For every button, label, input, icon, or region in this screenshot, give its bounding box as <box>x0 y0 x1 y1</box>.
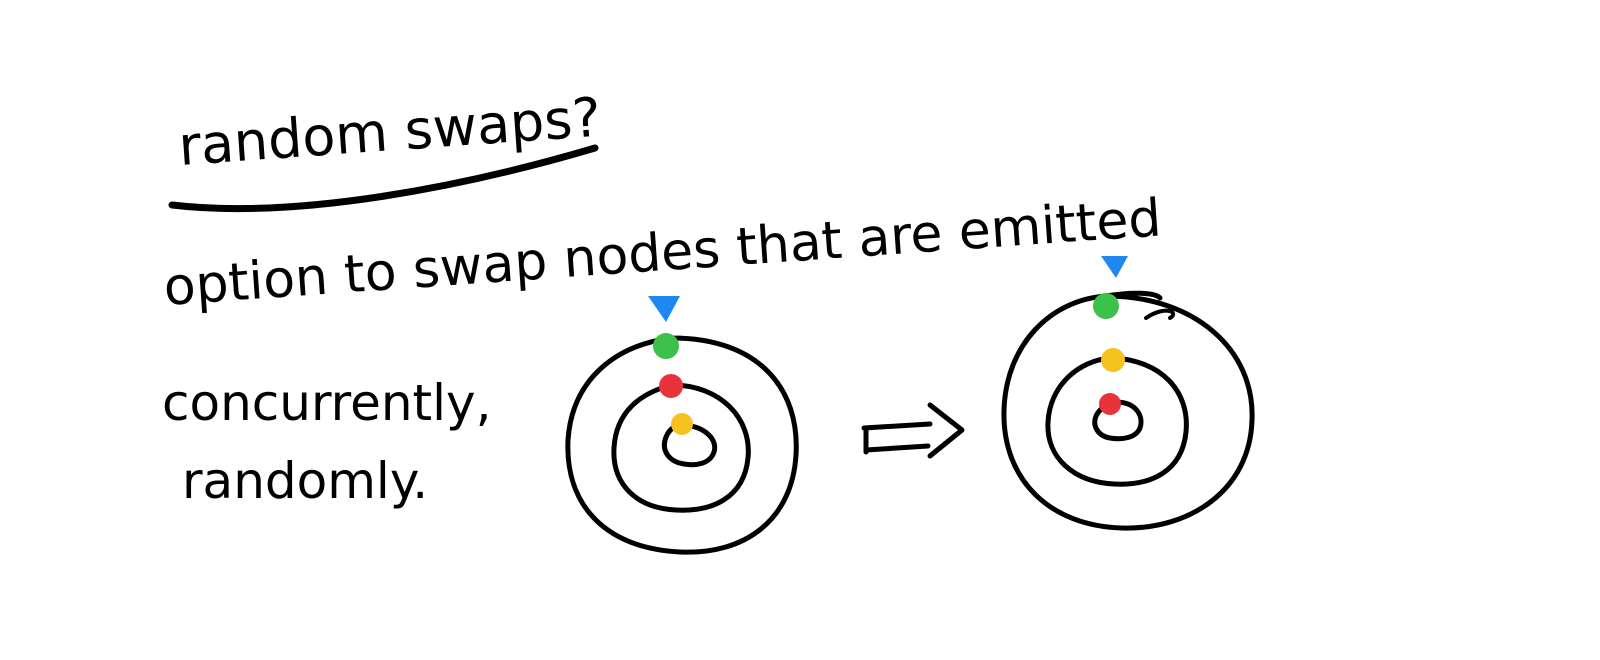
after-spiral-diagram <box>1001 256 1255 531</box>
heading-underline <box>168 144 599 213</box>
before-inner-ring <box>661 422 718 468</box>
green-dot <box>653 333 679 359</box>
after-inner-ring <box>1092 399 1144 442</box>
blue-triangle-pointer-icon <box>1101 256 1128 278</box>
implies-arrow-icon <box>861 402 965 459</box>
before-outer-ring <box>565 335 799 555</box>
green-dot <box>1093 293 1119 319</box>
red-dot <box>659 374 683 398</box>
before-middle-ring <box>611 382 751 513</box>
red-dot <box>1099 393 1121 415</box>
after-outer-ring <box>1001 290 1255 531</box>
yellow-dot <box>1101 348 1125 372</box>
body-line-2: concurrently, <box>162 374 492 432</box>
before-spiral-diagram <box>565 296 799 555</box>
after-middle-ring <box>1045 355 1189 487</box>
yellow-dot <box>671 413 693 435</box>
after-tail-stroke <box>1144 308 1176 320</box>
body-line-3: randomly. <box>182 452 428 510</box>
heading-group: random swaps? <box>168 86 603 213</box>
blue-triangle-pointer-icon <box>648 296 680 322</box>
